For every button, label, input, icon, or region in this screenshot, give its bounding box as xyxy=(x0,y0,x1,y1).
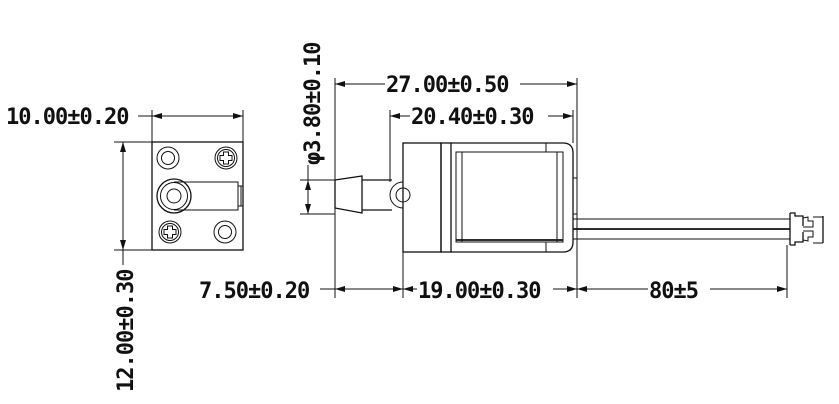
dim-label-nozzle-diameter: φ3.80±0.10 xyxy=(301,43,326,165)
dimension-body-length: 19.00±0.30 xyxy=(403,279,577,304)
dimension-front-width: 10.00±0.20 xyxy=(6,105,244,142)
dim-label-nozzle-length: 7.50±0.20 xyxy=(199,279,309,304)
port-icon xyxy=(156,178,243,214)
dimension-lead-length: 80±5 xyxy=(577,245,788,304)
screw-icon xyxy=(214,146,238,170)
dim-label-front-height: 12.00±0.30 xyxy=(114,270,139,392)
dimension-nozzle-diameter: φ3.80±0.10 xyxy=(300,43,335,215)
nozzle xyxy=(334,175,411,214)
dim-label-body-to-bracket: 20.40±0.30 xyxy=(411,105,533,130)
front-face-outline xyxy=(151,141,244,251)
dim-label-body-length: 19.00±0.30 xyxy=(418,279,540,304)
front-view: 10.00±0.20 12.00±0.30 xyxy=(6,105,244,392)
mount-hole-icon xyxy=(213,220,237,244)
dimension-nozzle-length: 7.50±0.20 xyxy=(199,252,404,304)
connector-icon xyxy=(789,212,824,246)
dim-label-front-width: 10.00±0.20 xyxy=(6,105,128,130)
dim-label-overall-length: 27.00±0.50 xyxy=(386,73,508,98)
dim-label-lead-length: 80±5 xyxy=(649,279,698,304)
screw-icon xyxy=(158,220,182,244)
dimension-overall-length: 27.00±0.50 xyxy=(334,73,578,298)
dimension-body-to-bracket: 20.40±0.30 xyxy=(389,105,574,182)
mount-hole-icon xyxy=(156,146,180,170)
coil-bracket xyxy=(451,142,578,253)
side-view: φ3.80±0.10 27.00±0.50 20.40±0.30 xyxy=(199,43,824,304)
valve-flange xyxy=(440,142,452,253)
lead-wires xyxy=(573,218,790,240)
valve-body xyxy=(402,142,442,253)
dimension-front-height: 12.00±0.30 xyxy=(114,141,152,392)
